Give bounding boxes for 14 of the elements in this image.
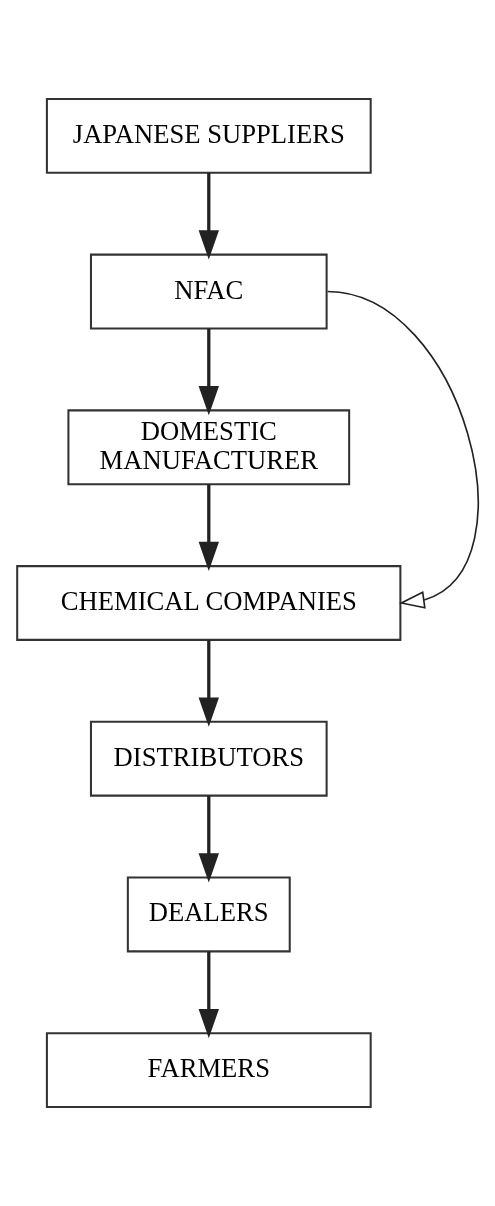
node-box: DEALERS — [126, 876, 291, 953]
arrow — [198, 484, 219, 571]
arrow — [198, 328, 219, 416]
node-box: DOMESTIC MANUFACTURER — [66, 409, 350, 486]
node-box: FARMERS — [45, 1032, 372, 1109]
node-box: JAPANESE SUPPLIERS — [45, 97, 372, 174]
node-box: CHEMICAL COMPANIES — [15, 565, 401, 641]
arrow — [198, 173, 219, 260]
node-box: DISTRIBUTORS — [89, 720, 328, 797]
arrow — [198, 795, 219, 883]
arrow — [198, 640, 219, 727]
node-box: NFAC — [89, 253, 328, 330]
arrow — [326, 290, 479, 609]
arrow — [198, 951, 219, 1039]
